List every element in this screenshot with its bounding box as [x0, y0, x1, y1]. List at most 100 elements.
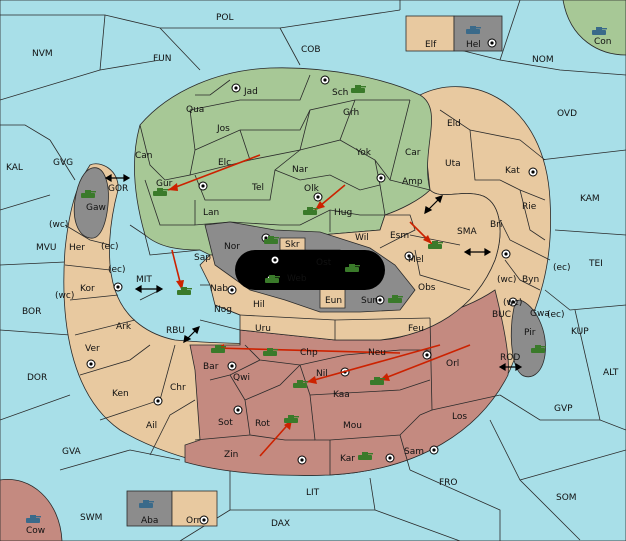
province-label-nab[interactable]: Nab	[210, 284, 228, 294]
province-label-grh[interactable]: Grh	[343, 108, 359, 118]
unit-token[interactable]	[293, 380, 308, 388]
province-label-chp[interactable]: Chp	[300, 348, 318, 358]
province-label-web[interactable]: Web	[287, 274, 307, 284]
legend-box-orn[interactable]: Orn	[171, 490, 218, 527]
legend-box-elf[interactable]: Elf	[405, 15, 455, 52]
province-label-sam[interactable]: Sam	[404, 447, 424, 457]
unit-token[interactable]	[26, 515, 41, 523]
province-label-nar[interactable]: Nar	[292, 165, 308, 175]
province-label-sot[interactable]: Sot	[218, 418, 233, 428]
gray-gaw-island	[73, 167, 109, 239]
unit-token[interactable]	[303, 207, 318, 215]
province-label-feu[interactable]: Feu	[408, 324, 424, 334]
province-label-pir[interactable]: Pir	[524, 328, 536, 338]
province-label-ark[interactable]: Ark	[116, 322, 132, 332]
coast-label[interactable]: (ec)	[547, 310, 565, 320]
unit-token[interactable]	[351, 85, 366, 93]
province-label-sap[interactable]: Sap	[194, 253, 211, 263]
province-label-byn[interactable]: Byn	[522, 275, 539, 285]
province-label-bri[interactable]: Bri	[490, 220, 502, 230]
province-label-qua[interactable]: Qua	[186, 105, 204, 115]
province-label-uta[interactable]: Uta	[445, 159, 461, 169]
province-label-hug[interactable]: Hug	[334, 208, 352, 218]
coast-label[interactable]: (ec)	[553, 263, 571, 273]
unit-token[interactable]	[531, 345, 546, 353]
unit-token[interactable]	[370, 377, 385, 385]
province-label-ail[interactable]: Ail	[146, 421, 157, 431]
coast-label[interactable]: (wc)	[497, 275, 516, 285]
province-label-olk[interactable]: Olk	[304, 184, 320, 194]
unit-token[interactable]	[345, 264, 360, 272]
province-label-can[interactable]: Can	[135, 151, 153, 161]
unit-token[interactable]	[139, 500, 154, 508]
province-label-mel[interactable]: Mel	[408, 255, 424, 265]
province-label-mou[interactable]: Mou	[343, 421, 362, 431]
sea-label-lit: LIT	[306, 488, 320, 498]
unit-token[interactable]	[428, 241, 443, 249]
province-label-rot[interactable]: Rot	[255, 419, 270, 429]
unit-token[interactable]	[284, 415, 299, 423]
province-label-gur[interactable]: Gur	[156, 179, 173, 189]
province-label-hil[interactable]: Hil	[253, 300, 265, 310]
province-label-sch[interactable]: Sch	[332, 88, 348, 98]
province-label-ken[interactable]: Ken	[112, 389, 129, 399]
province-label-kaa[interactable]: Kaa	[333, 390, 350, 400]
unit-token[interactable]	[177, 287, 192, 295]
province-label-gwa[interactable]: Gwa	[530, 309, 550, 319]
province-label-kat[interactable]: Kat	[505, 166, 520, 176]
coast-label[interactable]: (wc)	[503, 298, 522, 308]
province-label-amp[interactable]: Amp	[402, 177, 423, 187]
coast-label[interactable]: (wc)	[55, 291, 74, 301]
province-label-eld[interactable]: Eld	[447, 119, 461, 129]
province-label-her[interactable]: Her	[69, 243, 85, 253]
unit-token[interactable]	[265, 275, 280, 283]
double-arrow-mit	[134, 284, 164, 294]
province-label-neu[interactable]: Neu	[368, 348, 386, 358]
unit-token[interactable]	[81, 190, 96, 198]
unit-token[interactable]	[592, 27, 607, 35]
province-label-skr[interactable]: Skr	[285, 240, 300, 250]
province-label-cow[interactable]: Cow	[26, 526, 45, 536]
province-label-car[interactable]: Car	[405, 148, 421, 158]
unit-token[interactable]	[211, 345, 226, 353]
unit-token[interactable]	[466, 26, 481, 34]
coast-label[interactable]: (wc)	[49, 220, 68, 230]
province-label-jos[interactable]: Jos	[216, 124, 230, 134]
unit-token[interactable]	[358, 452, 373, 460]
province-label-los[interactable]: Los	[452, 412, 467, 422]
province-label-uru[interactable]: Uru	[255, 324, 271, 334]
province-label-zin[interactable]: Zin	[224, 450, 238, 460]
province-label-nil[interactable]: Nil	[316, 369, 328, 379]
province-label-nog[interactable]: Nog	[214, 305, 232, 315]
coast-label[interactable]: (ec)	[108, 265, 126, 275]
sea-label-nom: NOM	[532, 55, 554, 65]
unit-token[interactable]	[388, 295, 403, 303]
province-label-esm[interactable]: Esm	[390, 231, 409, 241]
province-label-rie[interactable]: Rie	[522, 202, 537, 212]
province-label-wil[interactable]: Wil	[355, 233, 369, 243]
province-label-orl[interactable]: Orl	[446, 359, 459, 369]
legend-box-aba[interactable]: Aba	[126, 490, 173, 527]
province-label-nor[interactable]: Nor	[224, 242, 240, 252]
province-label-ver[interactable]: Ver	[85, 344, 100, 354]
province-label-ost[interactable]: Ost	[316, 258, 332, 268]
province-label-chr[interactable]: Chr	[170, 383, 186, 393]
province-label-eun[interactable]: Eun	[325, 296, 342, 306]
province-label-gaw[interactable]: Gaw	[86, 203, 106, 213]
province-label-kor[interactable]: Kor	[80, 284, 95, 294]
province-label-obs[interactable]: Obs	[418, 283, 436, 293]
coast-label[interactable]: (ec)	[101, 242, 119, 252]
province-label-yok[interactable]: Yok	[355, 148, 372, 158]
province-label-bar[interactable]: Bar	[203, 362, 219, 372]
province-label-sun[interactable]: Sun	[361, 296, 378, 306]
province-label-jad[interactable]: Jad	[243, 87, 258, 97]
unit-token[interactable]	[264, 236, 279, 244]
province-label-lan[interactable]: Lan	[203, 208, 219, 218]
province-label-tel[interactable]: Tel	[251, 183, 264, 193]
province-label-qwi[interactable]: Qwi	[233, 373, 250, 383]
unit-token[interactable]	[263, 348, 278, 356]
province-label-elc[interactable]: Elc	[218, 158, 231, 168]
unit-token[interactable]	[153, 188, 168, 196]
province-label-con[interactable]: Con	[594, 37, 612, 47]
province-label-kar[interactable]: Kar	[340, 454, 355, 464]
